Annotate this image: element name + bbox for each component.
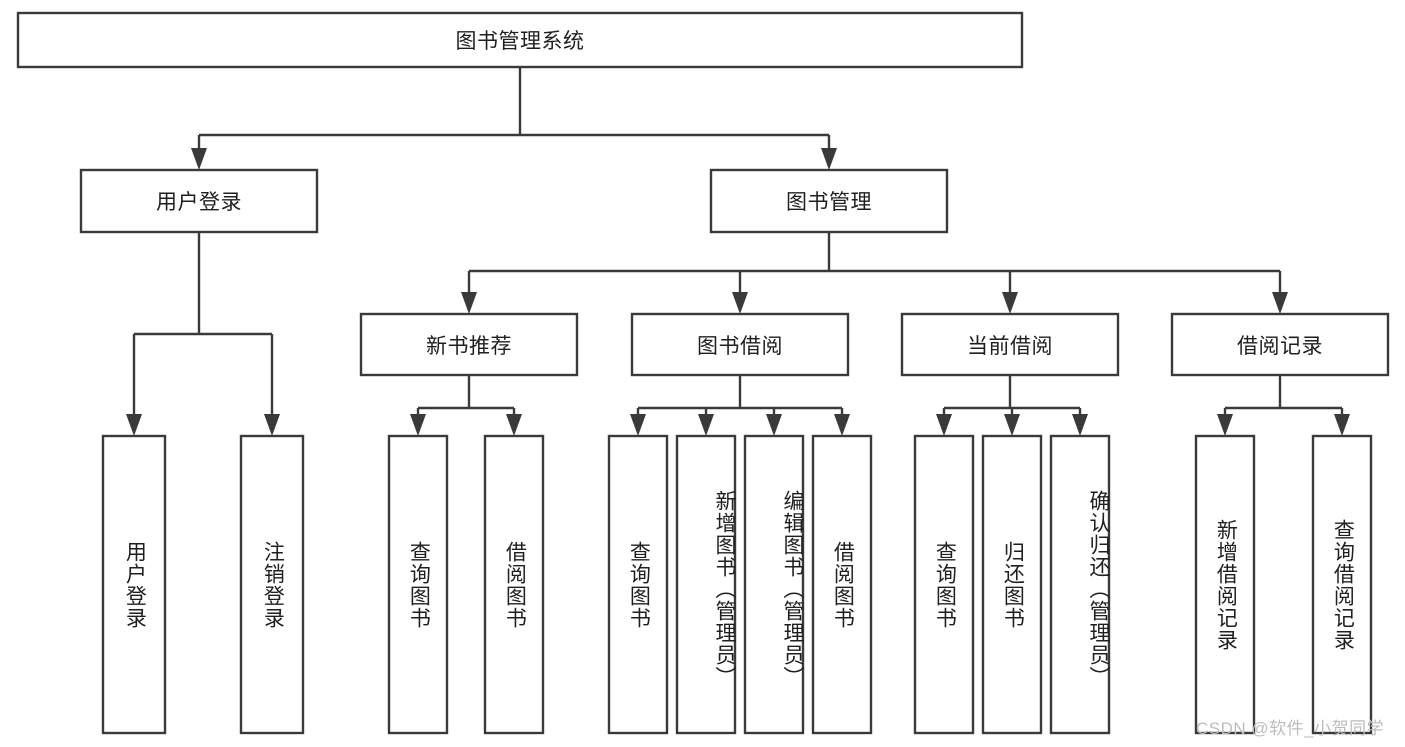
arrow-head-icon-borrow-record-1 [1334,414,1350,436]
arrow-head-icon-book-manage-3 [1272,292,1288,314]
csdn-watermark: CSDN @软件_小贺同学 [1196,719,1385,738]
arrow-head-icon-root-1 [821,148,837,170]
node-box-leaf-logout[interactable] [239,434,305,735]
node-box-current-borrow[interactable] [900,312,1120,377]
node-box-leaf-add-book[interactable] [675,434,737,735]
arrow-head-icon-current-borrow-0 [936,414,952,436]
node-box-leaf-user-login[interactable] [101,434,167,735]
arrow-head-icon-book-manage-0 [461,292,477,314]
arrow-head-icon-book-manage-1 [732,292,748,314]
boxes-layer [16,11,1390,735]
arrow-head-icon-root-0 [191,148,207,170]
node-box-book-borrow[interactable] [630,312,850,377]
node-box-book-manage[interactable] [709,168,949,234]
arrow-head-icon-borrow-record-0 [1217,414,1233,436]
arrow-head-icon-book-borrow-0 [630,414,646,436]
node-box-leaf-borrow-book-1[interactable] [483,434,545,735]
arrow-head-icon-book-borrow-2 [766,414,782,436]
node-box-leaf-add-record[interactable] [1194,434,1256,735]
node-box-leaf-confirm-return[interactable] [1049,434,1111,735]
node-box-user-login[interactable] [79,168,319,234]
arrow-head-icon-new-book-recommend-0 [410,414,426,436]
node-box-new-book-recommend[interactable] [359,312,579,377]
arrow-head-icon-current-borrow-1 [1004,414,1020,436]
node-box-leaf-edit-book[interactable] [743,434,805,735]
arrow-head-icon-book-manage-2 [1002,292,1018,314]
connectors-layer [126,67,1350,436]
node-box-borrow-record[interactable] [1170,312,1390,377]
arrow-head-icon-book-borrow-1 [698,414,714,436]
node-box-leaf-query-book-3[interactable] [913,434,975,735]
arrow-head-icon-book-borrow-3 [834,414,850,436]
arrow-head-icon-user-login-1 [264,414,280,436]
arrow-head-icon-current-borrow-2 [1072,414,1088,436]
node-box-leaf-query-book-2[interactable] [607,434,669,735]
arrow-head-icon-new-book-recommend-1 [506,414,522,436]
node-box-leaf-return-book[interactable] [981,434,1043,735]
node-box-leaf-query-record[interactable] [1311,434,1373,735]
node-box-leaf-query-book-1[interactable] [387,434,449,735]
node-box-leaf-borrow-book-2[interactable] [811,434,873,735]
node-box-root[interactable] [16,11,1024,69]
arrow-head-icon-user-login-0 [126,414,142,436]
